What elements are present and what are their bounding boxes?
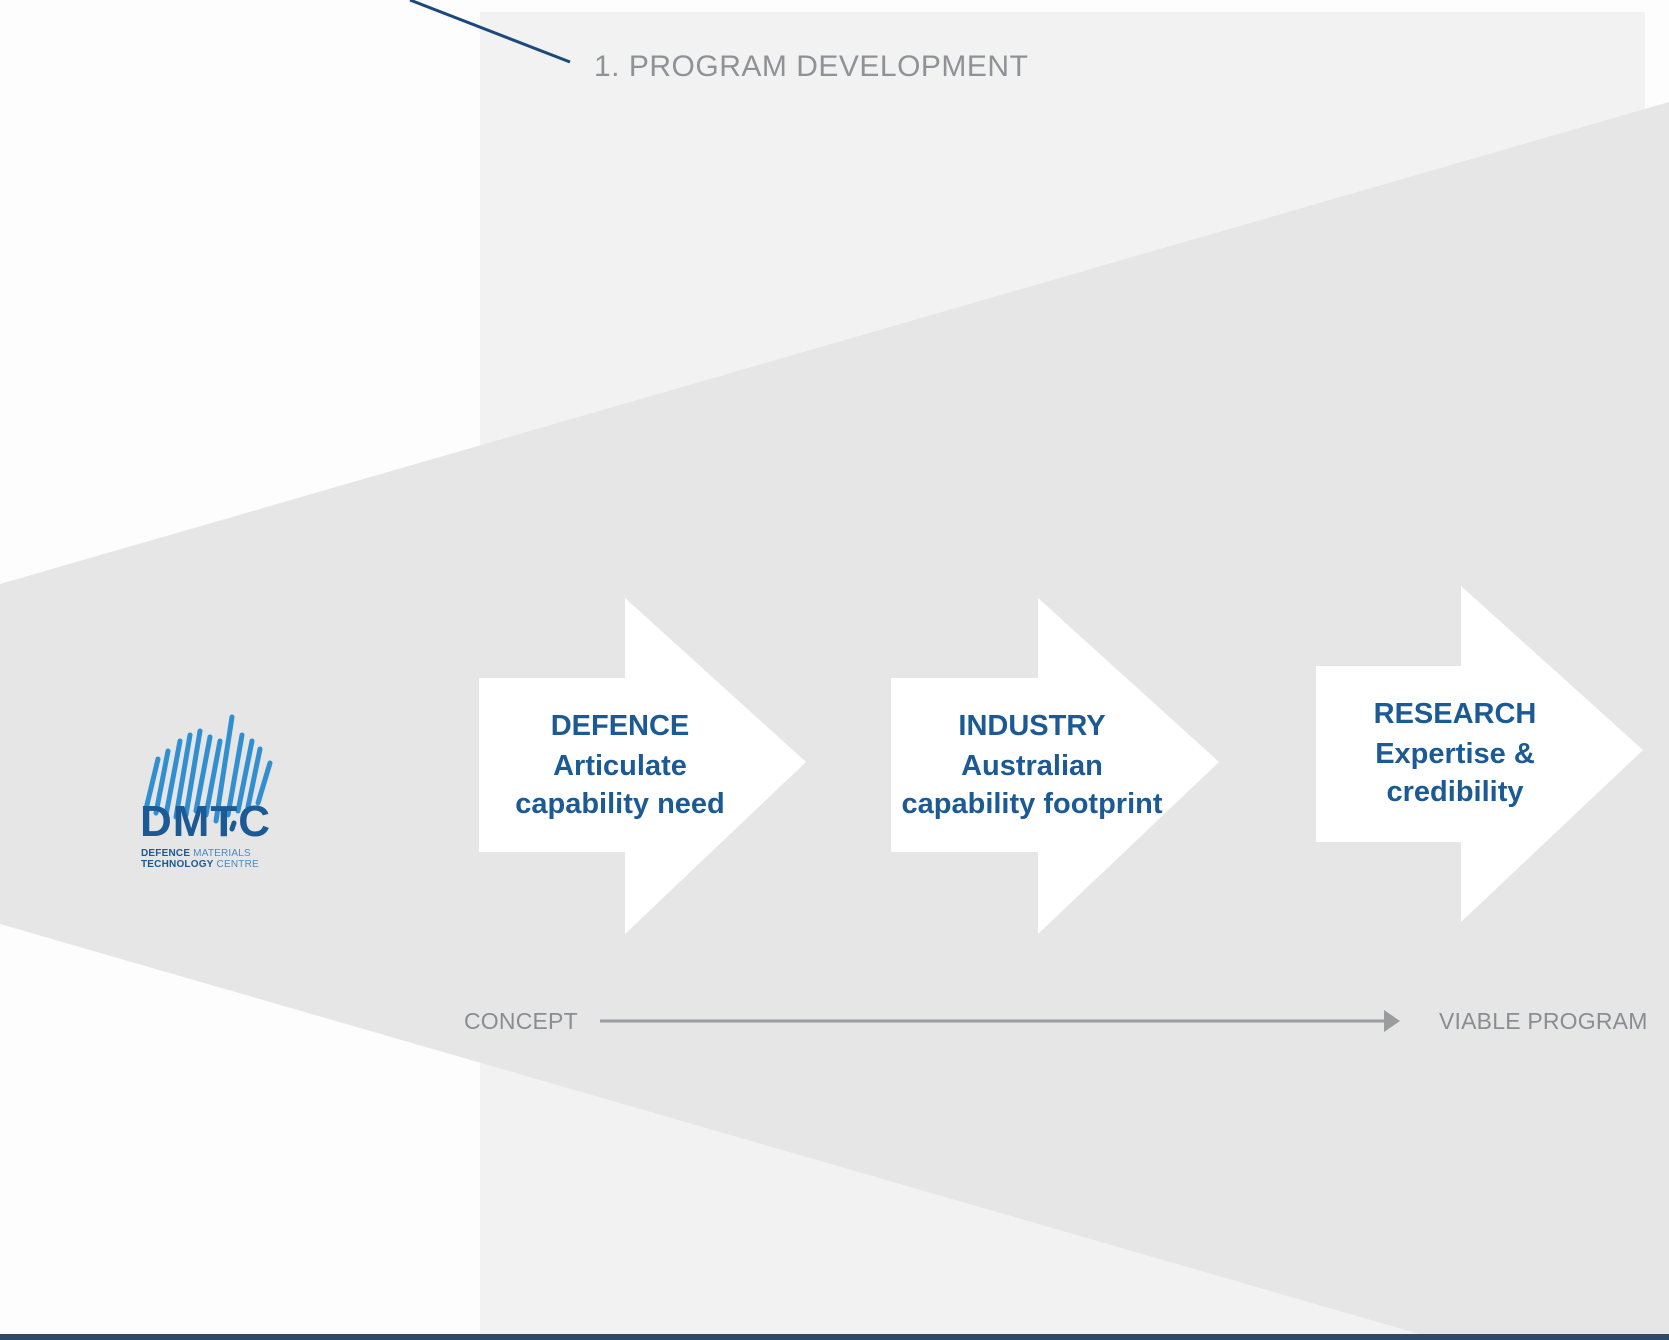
funnel-shape <box>0 102 1669 1340</box>
step-desc-line2: capability need <box>515 788 725 820</box>
step-arrow-industry <box>891 598 1219 934</box>
logo-sub-line2-rest: CENTRE <box>216 859 259 870</box>
step-industry-text: INDUSTRY Australian capability footprint <box>882 706 1182 822</box>
step-desc-line2: credibility <box>1386 776 1524 808</box>
step-title: RESEARCH <box>1373 698 1537 730</box>
axis-end-label: VIABLE PROGRAM <box>1439 1008 1648 1034</box>
phase-title: 1. PROGRAM DEVELOPMENT <box>594 50 1029 83</box>
bottom-rule <box>0 1334 1669 1340</box>
progress-axis-arrowhead <box>1384 1010 1400 1032</box>
logo-sub-line1-rest: MATERIALS <box>193 848 251 859</box>
step-defence-text: DEFENCE Articulate capability need <box>470 706 770 822</box>
dmtc-logo-icon <box>143 714 273 832</box>
step-title: DEFENCE <box>550 710 690 742</box>
step-title: INDUSTRY <box>958 710 1106 742</box>
step-desc-line2: capability footprint <box>901 788 1163 820</box>
logo-wordmark: DMTC <box>140 797 272 846</box>
logo-sub-line1-bold: DEFENCE <box>141 848 191 859</box>
connector-line <box>409 0 571 64</box>
step-research-text: RESEARCH Expertise & credibility <box>1305 694 1605 810</box>
step-desc-line1: Articulate <box>553 750 687 782</box>
step-arrow-research <box>1316 586 1643 922</box>
axis-start-label: CONCEPT <box>464 1008 578 1034</box>
step-arrow-defence <box>479 598 806 934</box>
step-desc-line1: Expertise & <box>1375 738 1535 770</box>
logo-subtitle: DEFENCE MATERIALS TECHNOLOGY CENTRE <box>141 848 259 870</box>
step-desc-line1: Australian <box>961 750 1103 782</box>
logo-sub-line2-bold: TECHNOLOGY <box>141 859 214 870</box>
